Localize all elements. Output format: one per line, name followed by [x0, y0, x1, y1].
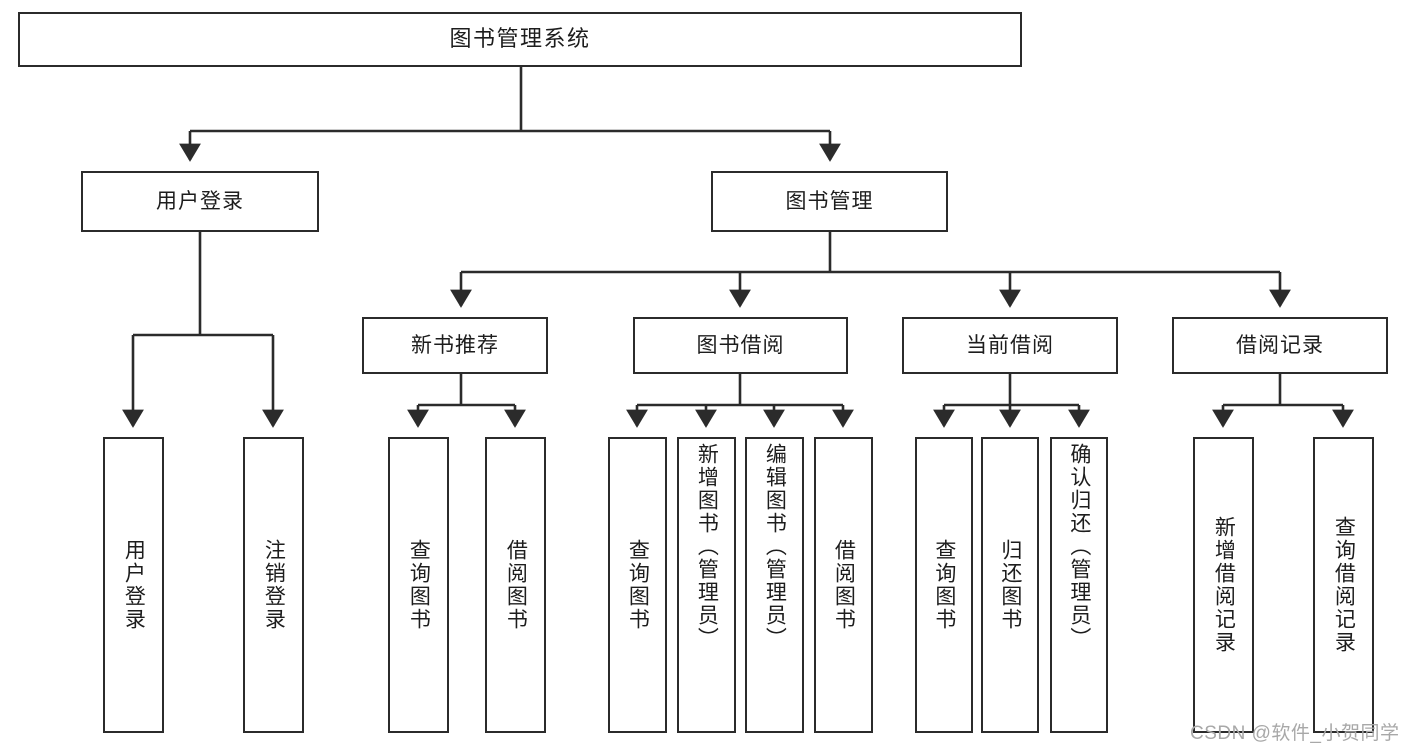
node-new-book-rec[interactable]: 新书推荐 — [362, 317, 548, 374]
node-leaf-user-logout[interactable]: 注销登录 — [243, 437, 304, 733]
node-leaf-edit-book[interactable]: 编辑图书（管理员） — [745, 437, 804, 733]
node-leaf-user-login[interactable]: 用户登录 — [103, 437, 164, 733]
node-leaf-query-record[interactable]: 查询借阅记录 — [1313, 437, 1374, 733]
node-new-book-rec-label: 新书推荐 — [411, 333, 499, 357]
node-book-mgmt-label: 图书管理 — [785, 189, 874, 213]
node-leaf-add-record[interactable]: 新增借阅记录 — [1193, 437, 1254, 733]
node-leaf-borrow-book[interactable]: 借阅图书 — [814, 437, 873, 733]
node-book-borrow[interactable]: 图书借阅 — [633, 317, 848, 374]
node-leaf-query-book-borrow-label: 查询图书 — [626, 539, 650, 631]
node-user-login-label: 用户登录 — [156, 189, 244, 213]
node-leaf-add-record-label: 新增借阅记录 — [1212, 516, 1236, 654]
node-leaf-query-record-label: 查询借阅记录 — [1332, 516, 1356, 654]
node-leaf-borrow-book-label: 借阅图书 — [832, 539, 856, 631]
node-leaf-add-book-label: 新增图书（管理员） — [695, 443, 719, 650]
node-root[interactable]: 图书管理系统 — [18, 12, 1022, 67]
node-current-borrow-label: 当前借阅 — [966, 333, 1054, 357]
node-leaf-user-login-label: 用户登录 — [122, 539, 146, 631]
node-leaf-query-book-borrow[interactable]: 查询图书 — [608, 437, 667, 733]
node-borrow-record[interactable]: 借阅记录 — [1172, 317, 1388, 374]
node-current-borrow[interactable]: 当前借阅 — [902, 317, 1118, 374]
node-user-login[interactable]: 用户登录 — [81, 171, 319, 232]
node-leaf-add-book[interactable]: 新增图书（管理员） — [677, 437, 736, 733]
node-leaf-return-book-label: 归还图书 — [998, 539, 1022, 631]
watermark: CSDN @软件_小贺同学 — [1190, 723, 1400, 744]
node-leaf-user-logout-label: 注销登录 — [262, 539, 286, 631]
node-leaf-query-book-rec[interactable]: 查询图书 — [388, 437, 449, 733]
node-leaf-confirm-return-label: 确认归还（管理员） — [1067, 443, 1091, 650]
node-book-borrow-label: 图书借阅 — [696, 333, 785, 357]
node-leaf-edit-book-label: 编辑图书（管理员） — [763, 443, 787, 650]
node-leaf-query-book-rec-label: 查询图书 — [407, 539, 431, 631]
node-leaf-borrow-book-rec-label: 借阅图书 — [504, 539, 528, 631]
node-leaf-query-book-cur[interactable]: 查询图书 — [915, 437, 973, 733]
node-leaf-confirm-return[interactable]: 确认归还（管理员） — [1050, 437, 1108, 733]
node-leaf-borrow-book-rec[interactable]: 借阅图书 — [485, 437, 546, 733]
node-leaf-return-book[interactable]: 归还图书 — [981, 437, 1039, 733]
node-book-mgmt[interactable]: 图书管理 — [711, 171, 948, 232]
node-root-label: 图书管理系统 — [449, 26, 591, 52]
node-borrow-record-label: 借阅记录 — [1236, 333, 1324, 357]
node-leaf-query-book-cur-label: 查询图书 — [932, 539, 956, 631]
